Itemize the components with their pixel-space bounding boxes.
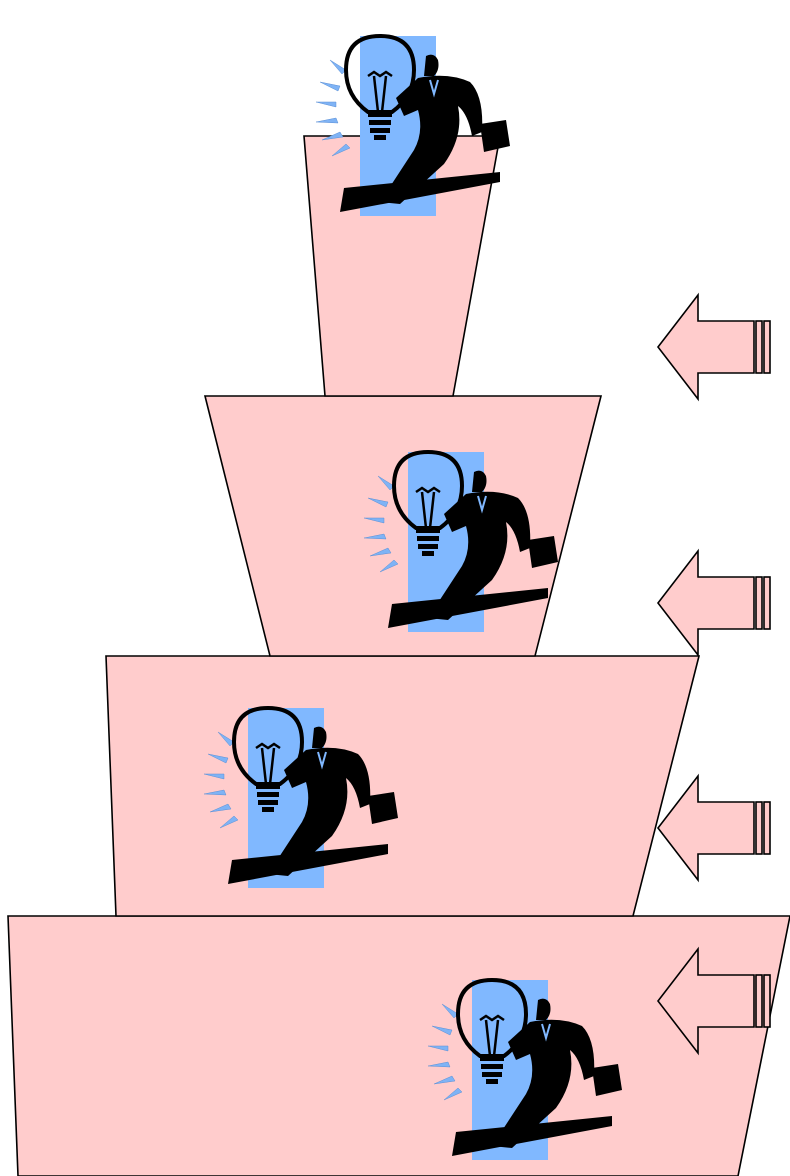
left-arrow-icon [657,775,771,881]
pyramid-tier-4 [7,915,790,1176]
left-arrow-icon [657,294,771,400]
pyramid-tier-3 [105,655,701,917]
left-arrow-icon [657,550,771,656]
pyramid-tier-2 [203,395,603,657]
